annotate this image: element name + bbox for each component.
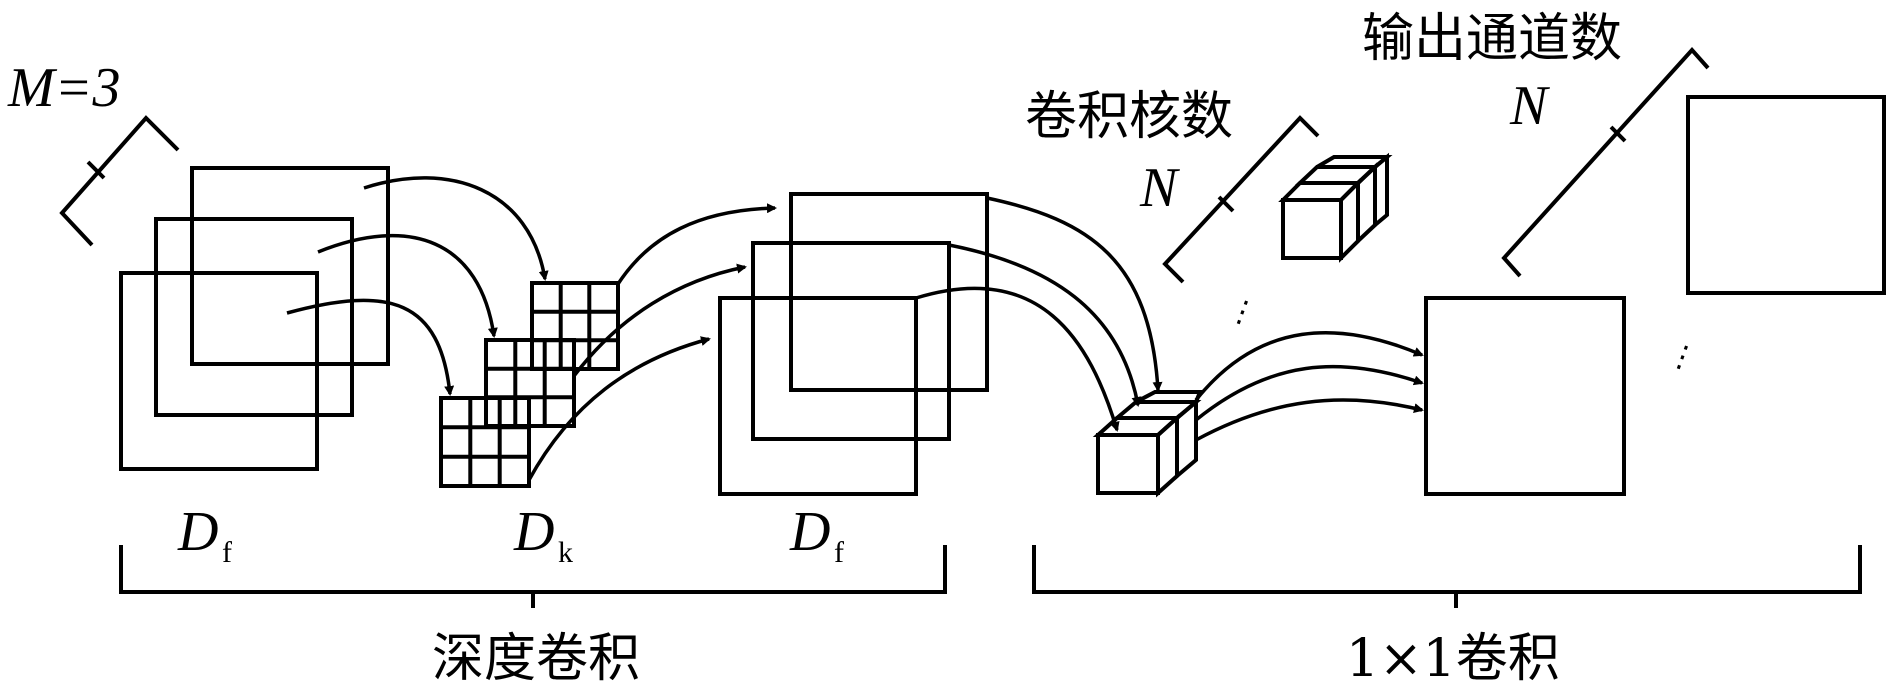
ellipsis-kernels: ⋮	[1222, 291, 1262, 334]
m-bracket	[59, 115, 180, 247]
depth-map-front	[718, 296, 918, 496]
input-map-back	[190, 166, 390, 366]
depth-kernel-front	[439, 396, 531, 488]
output-maps	[1424, 95, 1886, 496]
output-map-front	[1424, 296, 1626, 496]
arrows-input-to-kernels	[286, 176, 549, 396]
input-feature-maps	[119, 166, 390, 471]
kernel-n-label: N	[1139, 157, 1180, 219]
kernel-count-label: 卷积核数	[1025, 87, 1233, 147]
pointwise-kernels-n	[1278, 152, 1393, 263]
svg-text:D: D	[513, 501, 554, 563]
depth-output-maps	[718, 192, 989, 496]
pointwise-brace	[1032, 545, 1862, 608]
input-map-mid	[154, 217, 354, 417]
out-channels-bracket	[1501, 47, 1710, 278]
out-channels-label: 输出通道数	[1362, 9, 1622, 69]
depth-map-mid	[751, 241, 951, 441]
depth-map-back	[789, 192, 989, 392]
arrows-maps-to-cube	[915, 196, 1163, 432]
input-map-front	[119, 271, 319, 471]
m-label: M=3	[7, 57, 120, 119]
output-map-back	[1686, 95, 1886, 295]
arrows-cube-to-output	[1194, 330, 1424, 442]
df-mid-label: D f	[789, 501, 844, 569]
svg-text:k: k	[558, 536, 573, 569]
svg-text:f: f	[834, 536, 844, 569]
depthwise-label: 深度卷积	[432, 629, 640, 689]
arrows-kernels-to-maps	[527, 203, 777, 481]
svg-text:D: D	[177, 501, 218, 563]
pointwise-label: 1×1卷积	[1346, 629, 1560, 689]
svg-text:D: D	[789, 501, 830, 563]
svg-text:f: f	[222, 536, 232, 569]
dk-label: D k	[513, 501, 573, 569]
df-left-label: D f	[177, 501, 232, 569]
kernel-count-bracket	[1162, 115, 1320, 284]
out-n-label: N	[1509, 75, 1550, 137]
depthwise-brace	[119, 545, 947, 608]
pointwise-kernel-stack	[1092, 390, 1203, 498]
ellipsis-outputs: ⋮	[1662, 336, 1702, 379]
